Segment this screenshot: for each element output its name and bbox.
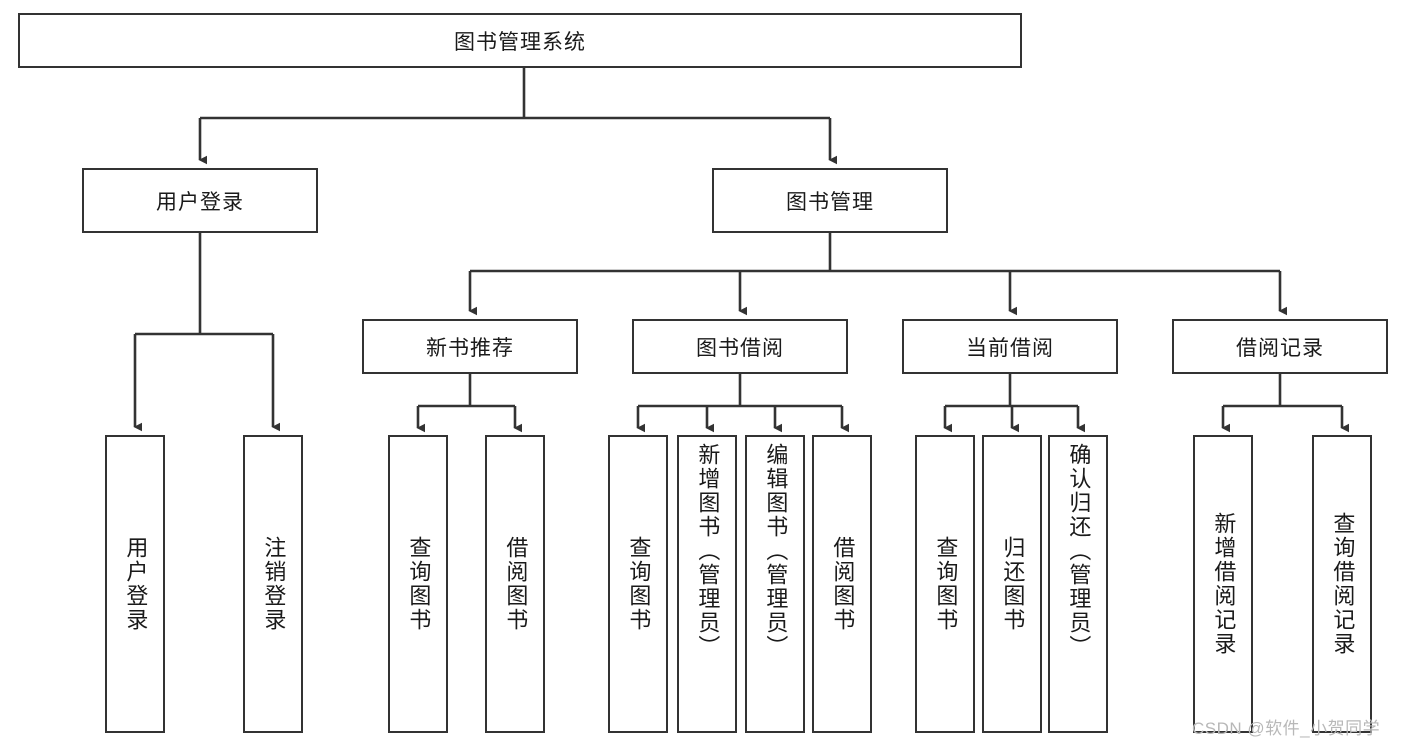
leaf-borrow-record-query-record[interactable]: 查询借阅记录 [1312, 435, 1372, 733]
node-book-borrow[interactable]: 图书借阅 [632, 319, 848, 374]
node-book-management[interactable]: 图书管理 [712, 168, 948, 233]
leaf-new-book-borrow-book[interactable]: 借阅图书 [485, 435, 545, 733]
leaf-current-borrow-query-book[interactable]: 查询图书 [915, 435, 975, 733]
leaf-user-login-logout[interactable]: 注销登录 [243, 435, 303, 733]
node-current-borrow[interactable]: 当前借阅 [902, 319, 1118, 374]
leaf-book-borrow-borrow-book[interactable]: 借阅图书 [812, 435, 872, 733]
node-user-login[interactable]: 用户登录 [82, 168, 318, 233]
leaf-book-borrow-add-book-admin[interactable]: 新增图书（管理员） [677, 435, 737, 733]
node-root-book-management-system[interactable]: 图书管理系统 [18, 13, 1022, 68]
node-new-book-recommend[interactable]: 新书推荐 [362, 319, 578, 374]
leaf-new-book-query-book[interactable]: 查询图书 [388, 435, 448, 733]
node-borrow-record[interactable]: 借阅记录 [1172, 319, 1388, 374]
leaf-book-borrow-query-book[interactable]: 查询图书 [608, 435, 668, 733]
leaf-book-borrow-edit-book-admin[interactable]: 编辑图书（管理员） [745, 435, 805, 733]
leaf-current-borrow-confirm-return-admin[interactable]: 确认归还（管理员） [1048, 435, 1108, 733]
csdn-watermark: CSDN @软件_小贺同学 [1192, 719, 1381, 738]
leaf-user-login-login[interactable]: 用户登录 [105, 435, 165, 733]
leaf-borrow-record-add-record[interactable]: 新增借阅记录 [1193, 435, 1253, 733]
leaf-current-borrow-return-book[interactable]: 归还图书 [982, 435, 1042, 733]
